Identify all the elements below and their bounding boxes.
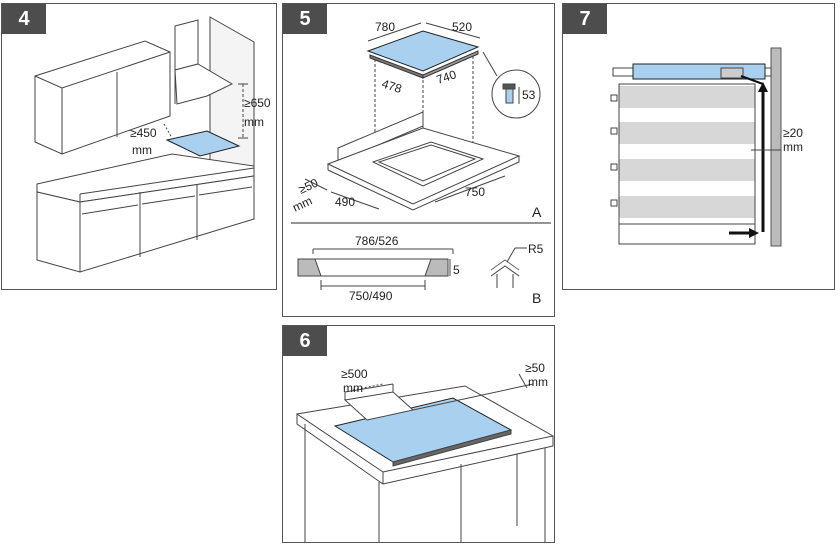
air-gap-label: ≥20 — [783, 126, 803, 140]
drawer-4 — [619, 196, 755, 218]
airflow-arrows — [729, 90, 765, 235]
section-depth-label: 5 — [453, 263, 460, 277]
panel-4-drawing: ≥650 mm ≥450 mm — [34, 16, 271, 273]
backsplash — [337, 111, 424, 163]
panel-7-ventilation: 7 ≥20 mm — [562, 3, 835, 290]
detail-magnifier — [491, 69, 541, 119]
drawer-handles — [610, 94, 618, 207]
detail-height-label: 53 — [522, 88, 536, 102]
section-bottom-label: 750/490 — [349, 289, 393, 303]
hob-width-label: 780 — [375, 20, 395, 34]
range-hood-chimney — [174, 19, 199, 71]
section-right-hatch — [424, 258, 449, 277]
panel-7-number: 7 — [563, 4, 607, 34]
panel-6-clearance: 6 ≥500 mm ≥50 mm — [282, 325, 555, 543]
side-clearance-label: ≥50 — [525, 361, 545, 375]
section-left-hatch — [297, 258, 322, 277]
air-gap-unit: mm — [783, 140, 803, 154]
cut-depth-label: 478 — [380, 77, 404, 97]
wall-gap-label: ≥450 — [130, 126, 157, 140]
back-clearance-label: ≥500 — [341, 367, 368, 381]
hob-top-view — [366, 30, 480, 72]
hood-height-unit: mm — [244, 115, 264, 129]
hob-depth-label: 520 — [452, 20, 472, 34]
hood-height-label: ≥650 — [244, 96, 271, 110]
section-top-label: 786/526 — [355, 234, 399, 248]
opening-depth-label: 490 — [335, 195, 355, 209]
cut-width-label: 740 — [435, 67, 459, 87]
panel-7-drawing: ≥20 mm — [610, 47, 803, 247]
panel-4-cabinet-installation: 4 ≥650 mm ≥450 mm — [1, 3, 277, 290]
panel-5-cutout-dimensions: 5 780 520 478 740 53 ≥50 mm — [282, 3, 555, 317]
range-hood-canopy — [174, 63, 234, 105]
hob-glass — [165, 130, 241, 157]
drawer-2 — [619, 122, 755, 144]
panel-5-number: 5 — [283, 4, 327, 34]
opening-width-label: 750 — [465, 185, 485, 199]
panel-4-number: 4 — [2, 4, 46, 34]
back-clearance-unit: mm — [343, 381, 363, 395]
view-b-label: B — [532, 290, 541, 306]
drawer-3 — [619, 159, 755, 181]
panel-6-drawing: ≥500 mm ≥50 mm — [295, 361, 554, 542]
base-cabinet — [36, 191, 81, 273]
wall-gap-unit: mm — [132, 143, 152, 157]
edge-gap-unit: mm — [290, 194, 314, 215]
panel-6-number: 6 — [283, 326, 327, 356]
side-clearance-unit: mm — [528, 375, 548, 389]
edge-gap-label: ≥50 — [296, 175, 320, 196]
wall-cabinet — [34, 40, 171, 155]
drawer-1 — [619, 86, 755, 108]
radius-label: R5 — [528, 242, 544, 256]
panel-5-drawing: 780 520 478 740 53 ≥50 mm 490 750 A — [290, 20, 551, 306]
back-wall — [770, 47, 782, 247]
view-a-label: A — [532, 204, 542, 220]
